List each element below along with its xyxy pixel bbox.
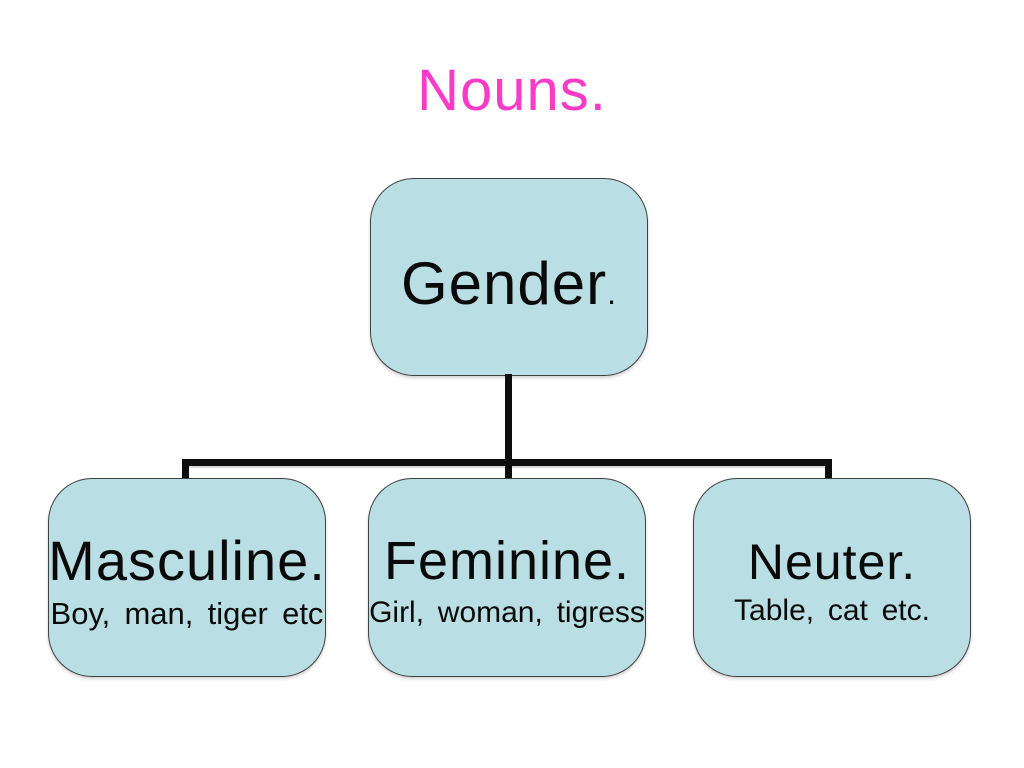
node-masculine: Masculine. Boy, man, tiger etc: [48, 478, 326, 677]
node-neuter-examples: Table, cat etc.: [734, 594, 930, 627]
connector-stub-right: [825, 459, 832, 478]
node-gender: Gender.: [370, 178, 648, 376]
page-title: Nouns.: [417, 58, 607, 123]
node-neuter: Neuter. Table, cat etc.: [693, 478, 971, 677]
node-gender-label: Gender.: [401, 252, 617, 315]
connector-root-drop: [505, 374, 512, 478]
connector-horizontal: [182, 459, 832, 466]
connector-stub-left: [182, 459, 189, 478]
node-neuter-label: Neuter.: [747, 533, 917, 590]
node-feminine-examples: Girl, woman, tigress: [369, 596, 645, 630]
node-masculine-label: Masculine.: [48, 528, 326, 592]
node-feminine-label: Feminine.: [383, 531, 631, 592]
node-masculine-examples: Boy, man, tiger etc: [50, 595, 324, 631]
node-gender-period: .: [607, 274, 618, 311]
node-feminine: Feminine. Girl, woman, tigress: [368, 478, 646, 677]
node-gender-text: Gender: [400, 249, 608, 317]
